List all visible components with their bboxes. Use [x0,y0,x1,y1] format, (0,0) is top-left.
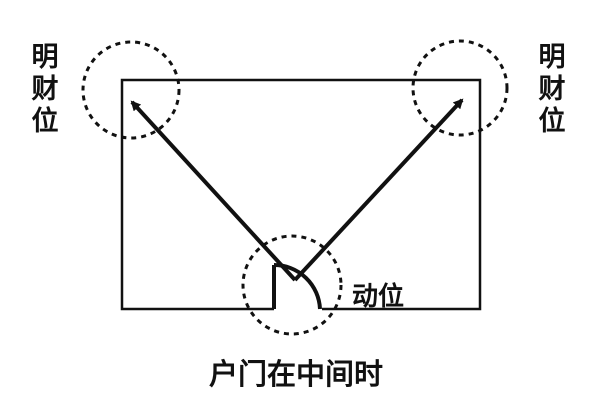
room-outline [120,78,482,311]
arrow-to-right-corner [293,98,464,282]
right-wealth-position-label: 明财位 [538,42,566,137]
door-zone-label: 动位 [352,282,405,312]
door-swing-arc [273,262,322,310]
left-wealth-position-label: 明财位 [31,42,59,137]
right-wealth-circle [411,39,509,137]
diagram-caption: 户门在中间时 [209,357,384,391]
left-wealth-circle [81,40,181,140]
arrow-to-left-corner [130,100,297,282]
door-zone-circle [241,234,343,336]
